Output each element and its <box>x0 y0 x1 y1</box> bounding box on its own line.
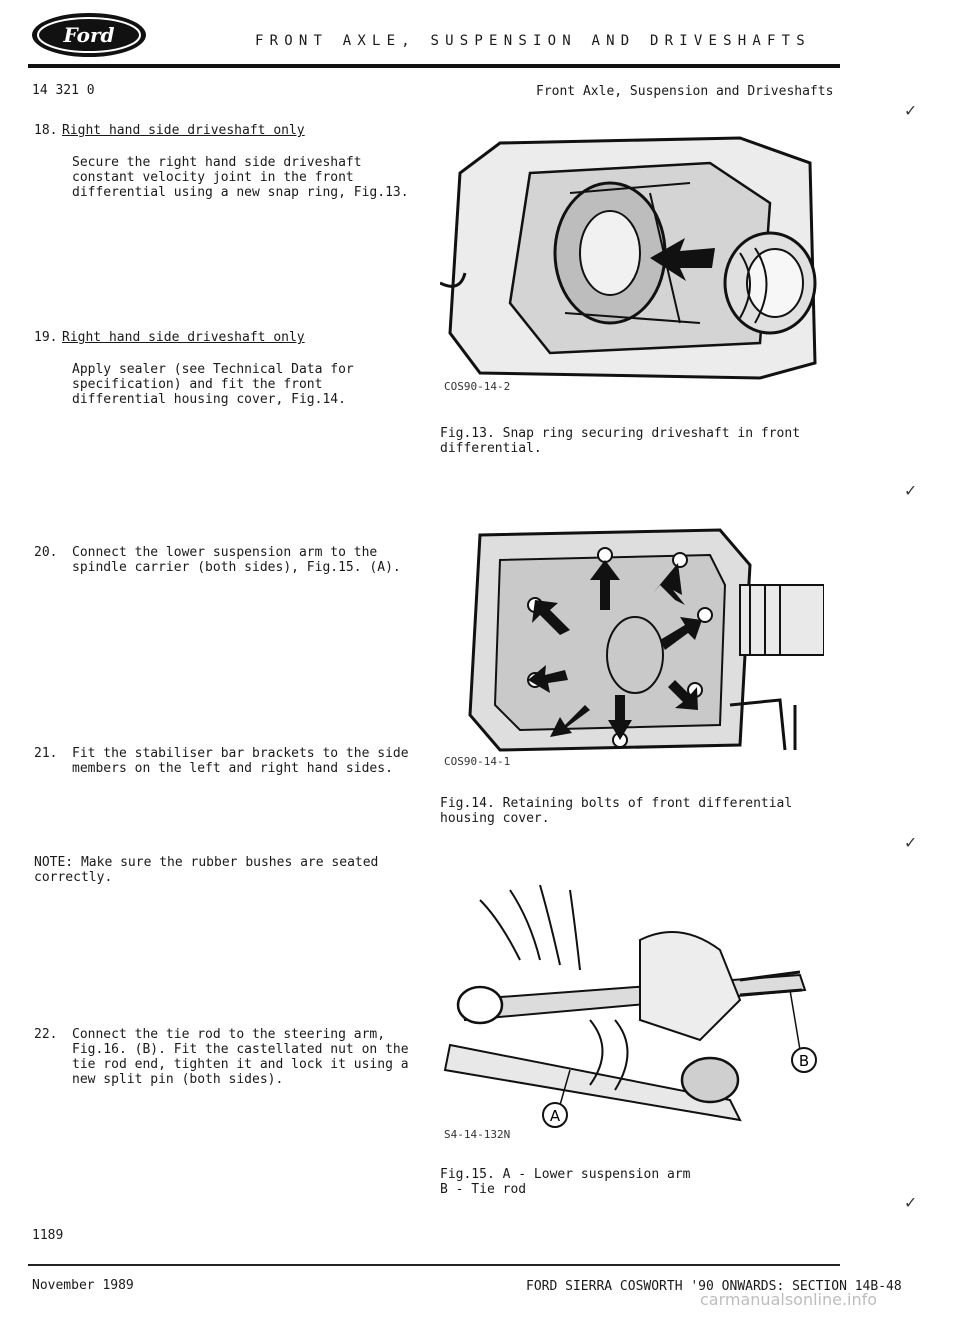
step-number: 20. <box>34 545 58 560</box>
figure-15-code: S4-14-132N <box>444 1128 511 1141</box>
watermark: carmanualsonline.info <box>700 1290 878 1309</box>
step-body: Connect the lower suspension arm to the … <box>72 545 401 575</box>
step-heading: Right hand side driveshaft only <box>62 123 305 138</box>
step-body: Secure the right hand side driveshaft co… <box>72 155 409 200</box>
step-body: Connect the tie rod to the steering arm,… <box>72 1027 409 1087</box>
note: NOTE: Make sure the rubber bushes are se… <box>34 855 379 885</box>
figure-14-caption: Fig.14. Retaining bolts of front differe… <box>440 796 793 826</box>
figure-15-illustration: A B <box>440 880 824 1130</box>
figure-13-code: COS90-14-2 <box>444 380 511 393</box>
figure-14-code: COS90-14-1 <box>444 755 511 768</box>
footer-rule <box>28 1264 840 1266</box>
callout-b <box>791 1047 817 1073</box>
margin-tick-icon: ✓ <box>905 832 916 853</box>
margin-tick-icon: ✓ <box>905 100 916 121</box>
footer-date: November 1989 <box>32 1278 134 1293</box>
figure-14-illustration <box>440 505 824 770</box>
header-title: FRONT AXLE, SUSPENSION AND DRIVESHAFTS <box>255 33 811 49</box>
margin-tick-icon: ✓ <box>905 1192 916 1213</box>
step-body: Apply sealer (see Technical Data for spe… <box>72 362 354 407</box>
callout-a-label: A <box>550 1107 561 1125</box>
header-rule <box>28 64 840 68</box>
step-number: 18. <box>34 123 58 138</box>
step-heading: Right hand side driveshaft only <box>62 330 305 345</box>
section-title: Front Axle, Suspension and Driveshafts <box>536 84 834 99</box>
figure-13-illustration <box>440 133 824 395</box>
step-number: 19. <box>34 330 58 345</box>
figure-15-caption: Fig.15. A - Lower suspension arm B - Tie… <box>440 1167 691 1197</box>
margin-tick-icon: ✓ <box>905 480 916 501</box>
footer-reference: FORD SIERRA COSWORTH '90 ONWARDS: SECTIO… <box>526 1279 902 1294</box>
step-number: 21. <box>34 746 58 761</box>
step-number: 22. <box>34 1027 58 1042</box>
ford-logo: Ford <box>32 13 146 57</box>
figure-13-caption: Fig.13. Snap ring securing driveshaft in… <box>440 426 801 456</box>
step-body: Fit the stabiliser bar brackets to the s… <box>72 746 409 776</box>
doc-number: 14 321 0 <box>32 83 95 98</box>
page-number: 1189 <box>32 1228 64 1243</box>
callout-a <box>542 1102 568 1128</box>
ford-logo-text: Ford <box>63 23 115 47</box>
callout-b-label: B <box>799 1052 809 1070</box>
